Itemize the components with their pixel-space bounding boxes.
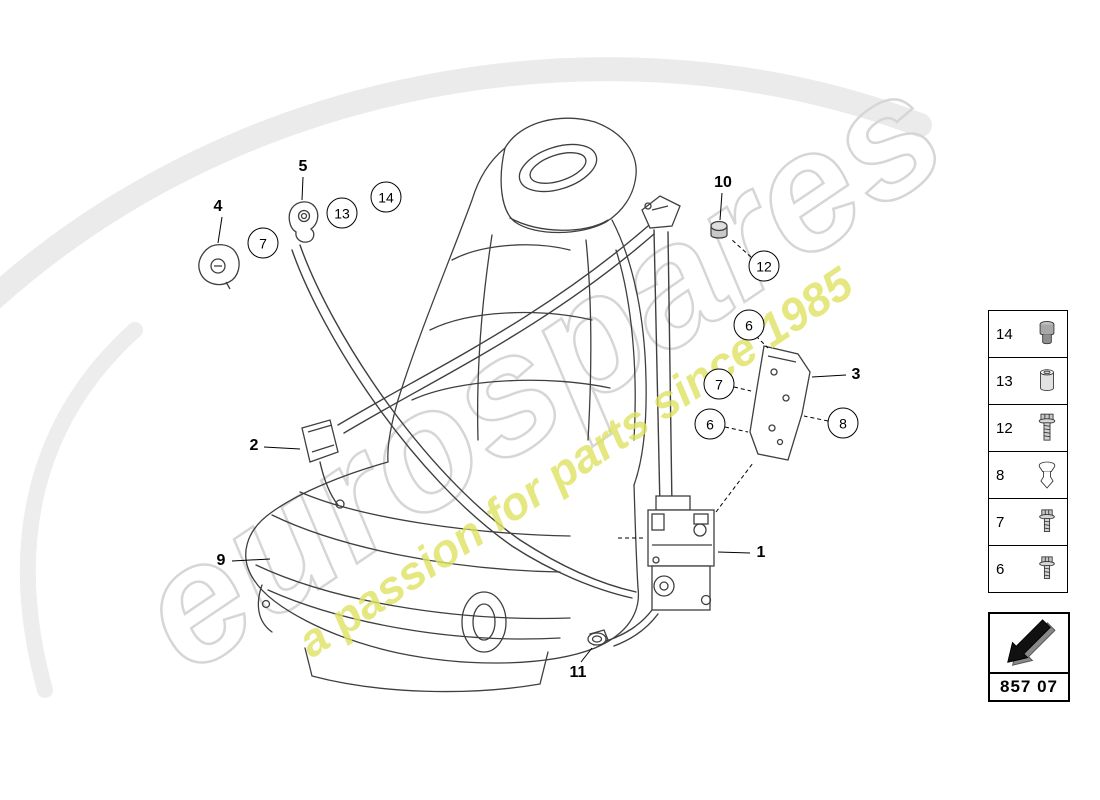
dashed-lines [618, 238, 829, 539]
legend-item-8[interactable]: 8 [989, 451, 1067, 498]
legend-item-14[interactable]: 14 [989, 311, 1067, 357]
flange-bolt-icon [1034, 552, 1060, 586]
legend-item-label: 12 [996, 419, 1013, 437]
callout-14[interactable]: 14 [370, 181, 402, 213]
retractor-part-1 [647, 495, 715, 611]
callout-13[interactable]: 13 [326, 197, 358, 229]
legend-item-label: 13 [996, 372, 1013, 390]
belt-webbing [291, 225, 673, 647]
buckle-part-2 [301, 419, 345, 509]
callout-2[interactable]: 2 [249, 437, 259, 454]
callout-9[interactable]: 9 [216, 552, 226, 569]
callout-8[interactable]: 8 [827, 407, 859, 439]
seat-drawing [245, 117, 647, 693]
cap-nut-icon [1034, 317, 1060, 351]
part-group-code: 857 07 [990, 672, 1068, 700]
callout-10[interactable]: 10 [714, 174, 732, 191]
callout-4[interactable]: 4 [213, 198, 223, 215]
callout-6-lower[interactable]: 6 [694, 408, 726, 440]
bracket-part-3 [749, 345, 811, 461]
callout-7-lower[interactable]: 7 [703, 368, 735, 400]
flange-bolt-icon [1034, 505, 1060, 539]
legend-item-6[interactable]: 6 [989, 545, 1067, 592]
fastener-legend: 14 13 12 [988, 310, 1068, 593]
legend-item-label: 8 [996, 466, 1005, 484]
callout-7-upper[interactable]: 7 [247, 227, 279, 259]
legend-item-13[interactable]: 13 [989, 357, 1067, 404]
push-clip-icon [1034, 458, 1060, 492]
anchor-fitting [641, 195, 681, 229]
callout-6-upper[interactable]: 6 [733, 309, 765, 341]
nut-part-10 [710, 220, 728, 239]
cover-part-4 [198, 244, 240, 290]
long-bolt-icon [1034, 411, 1060, 445]
legend-item-7[interactable]: 7 [989, 498, 1067, 545]
legend-item-12[interactable]: 12 [989, 404, 1067, 451]
callout-5[interactable]: 5 [298, 158, 308, 175]
legend-item-label: 14 [996, 325, 1013, 343]
callout-12[interactable]: 12 [748, 250, 780, 282]
callout-1[interactable]: 1 [756, 544, 766, 561]
legend-item-label: 6 [996, 560, 1005, 578]
bushing-icon [1034, 364, 1060, 398]
legend-item-label: 7 [996, 513, 1005, 531]
direction-arrow-icon [990, 614, 1068, 672]
leader-lines [217, 176, 847, 663]
diagram-code-box: 857 07 [988, 612, 1070, 702]
cap-part-11 [587, 629, 609, 646]
callout-3[interactable]: 3 [851, 366, 861, 383]
callout-11[interactable]: 11 [569, 664, 587, 681]
latch-part-5 [288, 201, 319, 243]
